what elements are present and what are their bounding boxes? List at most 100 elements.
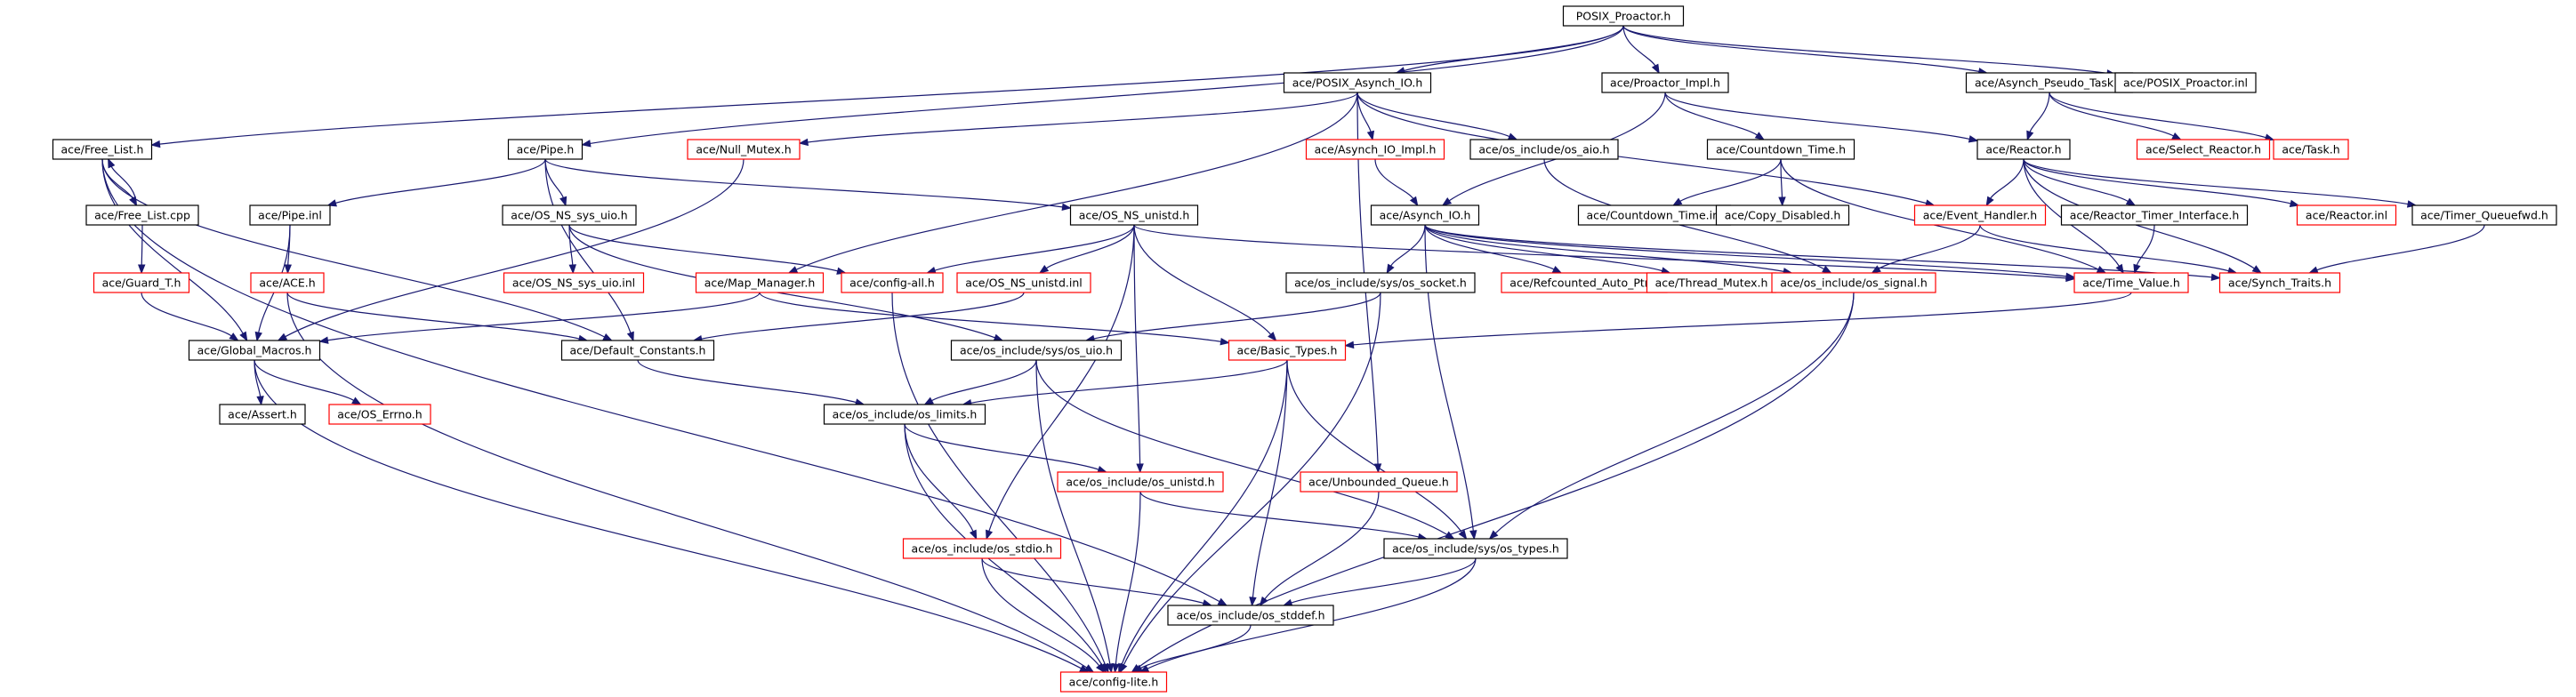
node-box (2273, 139, 2349, 160)
node-os-ns-sys-uio-h[interactable]: ace/OS_NS_sys_uio.h (502, 204, 637, 226)
edge-reactor_h-to-reactor_inl (2023, 158, 2300, 207)
node-os-ns-unistd-inl[interactable]: ace/OS_NS_unistd.inl (956, 272, 1091, 293)
edge-line (970, 359, 1288, 404)
node-pipe-inl[interactable]: ace/Pipe.inl (249, 204, 331, 226)
node-os-signal-h[interactable]: ace/os_include/os_signal.h (1771, 272, 1936, 293)
node-label: ace/Pipe.inl (258, 209, 322, 222)
node-label: ace/os_include/os_aio.h (1478, 143, 1609, 156)
node-global-macros-h[interactable]: ace/Global_Macros.h (188, 340, 321, 361)
node-os-types-h[interactable]: ace/os_include/sys/os_types.h (1383, 538, 1568, 559)
node-config-lite-h[interactable]: ace/config-lite.h (1059, 671, 1168, 693)
node-os-limits-h[interactable]: ace/os_include/os_limits.h (823, 404, 986, 425)
node-label: ace/OS_NS_sys_uio.inl (512, 276, 635, 290)
node-unbounded-queue-h[interactable]: ace/Unbounded_Queue.h (1300, 471, 1458, 493)
node-os-socket-h[interactable]: ace/os_include/sys/os_socket.h (1285, 272, 1476, 293)
node-label: ace/Asynch_IO_Impl.h (1315, 143, 1437, 156)
edge-line (1264, 491, 1380, 600)
edge-line (1664, 92, 1758, 136)
node-countdown-time-inl[interactable]: ace/Countdown_Time.inl (1577, 204, 1732, 226)
node-box (502, 204, 637, 226)
edge-arrowhead (2251, 265, 2263, 274)
edge-null_mutex_h-to-global_macros_h (277, 158, 745, 341)
node-reactor-h[interactable]: ace/Reactor.h (1976, 139, 2071, 160)
node-box (1057, 471, 1224, 493)
node-os-aio-h[interactable]: ace/os_include/os_aio.h (1469, 139, 1619, 160)
edge-arrowhead (1551, 266, 1563, 274)
edge-arrowhead (108, 157, 116, 169)
node-select-reactor-h[interactable]: ace/Select_Reactor.h (2136, 139, 2271, 160)
node-box (1715, 204, 1850, 226)
edge-line (2316, 224, 2485, 271)
node-label: ace/config-lite.h (1069, 676, 1159, 689)
edge-arrowhead (326, 199, 337, 207)
node-basic-types-h[interactable]: ace/Basic_Types.h (1228, 340, 1347, 361)
edge-arrowhead (969, 529, 978, 541)
edge-line (1404, 25, 1624, 72)
edge-line (1780, 158, 1783, 198)
edge-arrowhead (256, 396, 264, 406)
node-event-handler-h[interactable]: ace/Event_Handler.h (1913, 204, 2047, 226)
node-reactor-inl[interactable]: ace/Reactor.inl (2296, 204, 2397, 226)
edge-posix_proactor_h-to-posix_proactor_inl (1622, 25, 2117, 77)
node-free-list-cpp[interactable]: ace/Free_List.cpp (85, 204, 199, 226)
node-time-value-h[interactable]: ace/Time_Value.h (2073, 272, 2189, 293)
node-box (85, 204, 199, 226)
node-asynch-pseudo-task-h[interactable]: ace/Asynch_Pseudo_Task.h (1965, 72, 2134, 93)
node-label: ace/os_include/sys/os_socket.h (1294, 276, 1467, 290)
node-os-stddef-h[interactable]: ace/os_include/os_stddef.h (1167, 605, 1334, 626)
node-assert-h[interactable]: ace/Assert.h (219, 404, 306, 425)
node-os-errno-h[interactable]: ace/OS_Errno.h (328, 404, 431, 425)
node-label: ace/Asynch_Pseudo_Task.h (1975, 76, 2124, 90)
node-task-h[interactable]: ace/Task.h (2273, 139, 2349, 160)
node-label: ace/Free_List.h (61, 143, 144, 156)
edge-free_list_h-to-global_macros_h (101, 158, 248, 342)
node-posix-asynch-io-h[interactable]: ace/POSIX_Asynch_IO.h (1283, 72, 1432, 93)
node-guard-t-h[interactable]: ace/Guard_T.h (93, 272, 190, 293)
edge-arrowhead (1106, 662, 1114, 674)
edge-reactor_h-to-event_handler_h (1985, 158, 2025, 207)
node-box (2296, 204, 2397, 226)
edge-arrowhead (1112, 663, 1120, 674)
edge-line (1139, 491, 1420, 538)
node-synch-traits-h[interactable]: ace/Synch_Traits.h (2218, 272, 2341, 293)
node-ace-h[interactable]: ace/ACE.h (250, 272, 325, 293)
node-free-list-h[interactable]: ace/Free_List.h (52, 139, 153, 160)
edge-line (544, 158, 1063, 208)
node-label: ace/Asynch_IO.h (1380, 209, 1471, 222)
edge-os_unistd_h-to-os_types_h (1139, 491, 1429, 541)
node-thread-mutex-h[interactable]: ace/Thread_Mutex.h (1646, 272, 1777, 293)
node-os-unistd-h[interactable]: ace/os_include/os_unistd.h (1057, 471, 1224, 493)
node-box (188, 340, 321, 361)
node-null-mutex-h[interactable]: ace/Null_Mutex.h (687, 139, 801, 160)
edge-line (1356, 92, 1510, 138)
node-os-stdio-h[interactable]: ace/os_include/os_stdio.h (902, 538, 1062, 559)
edge-line (1035, 359, 1111, 665)
node-default-constants-h[interactable]: ace/Default_Constants.h (560, 340, 715, 361)
node-box (2218, 272, 2341, 293)
node-os-ns-sys-uio-inl[interactable]: ace/OS_NS_sys_uio.inl (503, 272, 645, 293)
node-asynch-io-impl-h[interactable]: ace/Asynch_IO_Impl.h (1305, 139, 1445, 160)
node-config-all-h[interactable]: ace/config-all.h (841, 272, 944, 293)
node-box (695, 272, 825, 293)
node-label: ace/Unbounded_Queue.h (1308, 476, 1449, 489)
node-timer-queuefwd-h[interactable]: ace/Timer_Queuefwd.h (2411, 204, 2557, 226)
node-copy-disabled-h[interactable]: ace/Copy_Disabled.h (1715, 204, 1850, 226)
node-label: ace/OS_NS_unistd.inl (965, 276, 1083, 290)
node-os-uio-h[interactable]: ace/os_include/sys/os_uio.h (950, 340, 1123, 361)
node-label: ace/os_include/os_limits.h (833, 408, 978, 421)
node-refcounted-auto-ptr-h[interactable]: ace/Refcounted_Auto_Ptr.h (1501, 272, 1668, 293)
node-box (1370, 204, 1480, 226)
node-pipe-h[interactable]: ace/Pipe.h (507, 139, 584, 160)
node-proactor-impl-h[interactable]: ace/Proactor_Impl.h (1601, 72, 1729, 93)
node-countdown-time-h[interactable]: ace/Countdown_Time.h (1706, 139, 1856, 160)
node-label: ace/Thread_Mutex.h (1655, 276, 1768, 290)
node-os-ns-unistd-h[interactable]: ace/OS_NS_unistd.h (1069, 204, 1199, 226)
edge-line (981, 557, 1100, 667)
node-asynch-io-h[interactable]: ace/Asynch_IO.h (1370, 204, 1480, 226)
node-map-manager-h[interactable]: ace/Map_Manager.h (695, 272, 825, 293)
node-box (823, 404, 986, 425)
node-posix-proactor-inl[interactable]: ace/POSIX_Proactor.inl (2114, 72, 2257, 93)
node-box (2136, 139, 2271, 160)
node-reactor-timer-interface-h[interactable]: ace/Reactor_Timer_Interface.h (2060, 204, 2249, 226)
